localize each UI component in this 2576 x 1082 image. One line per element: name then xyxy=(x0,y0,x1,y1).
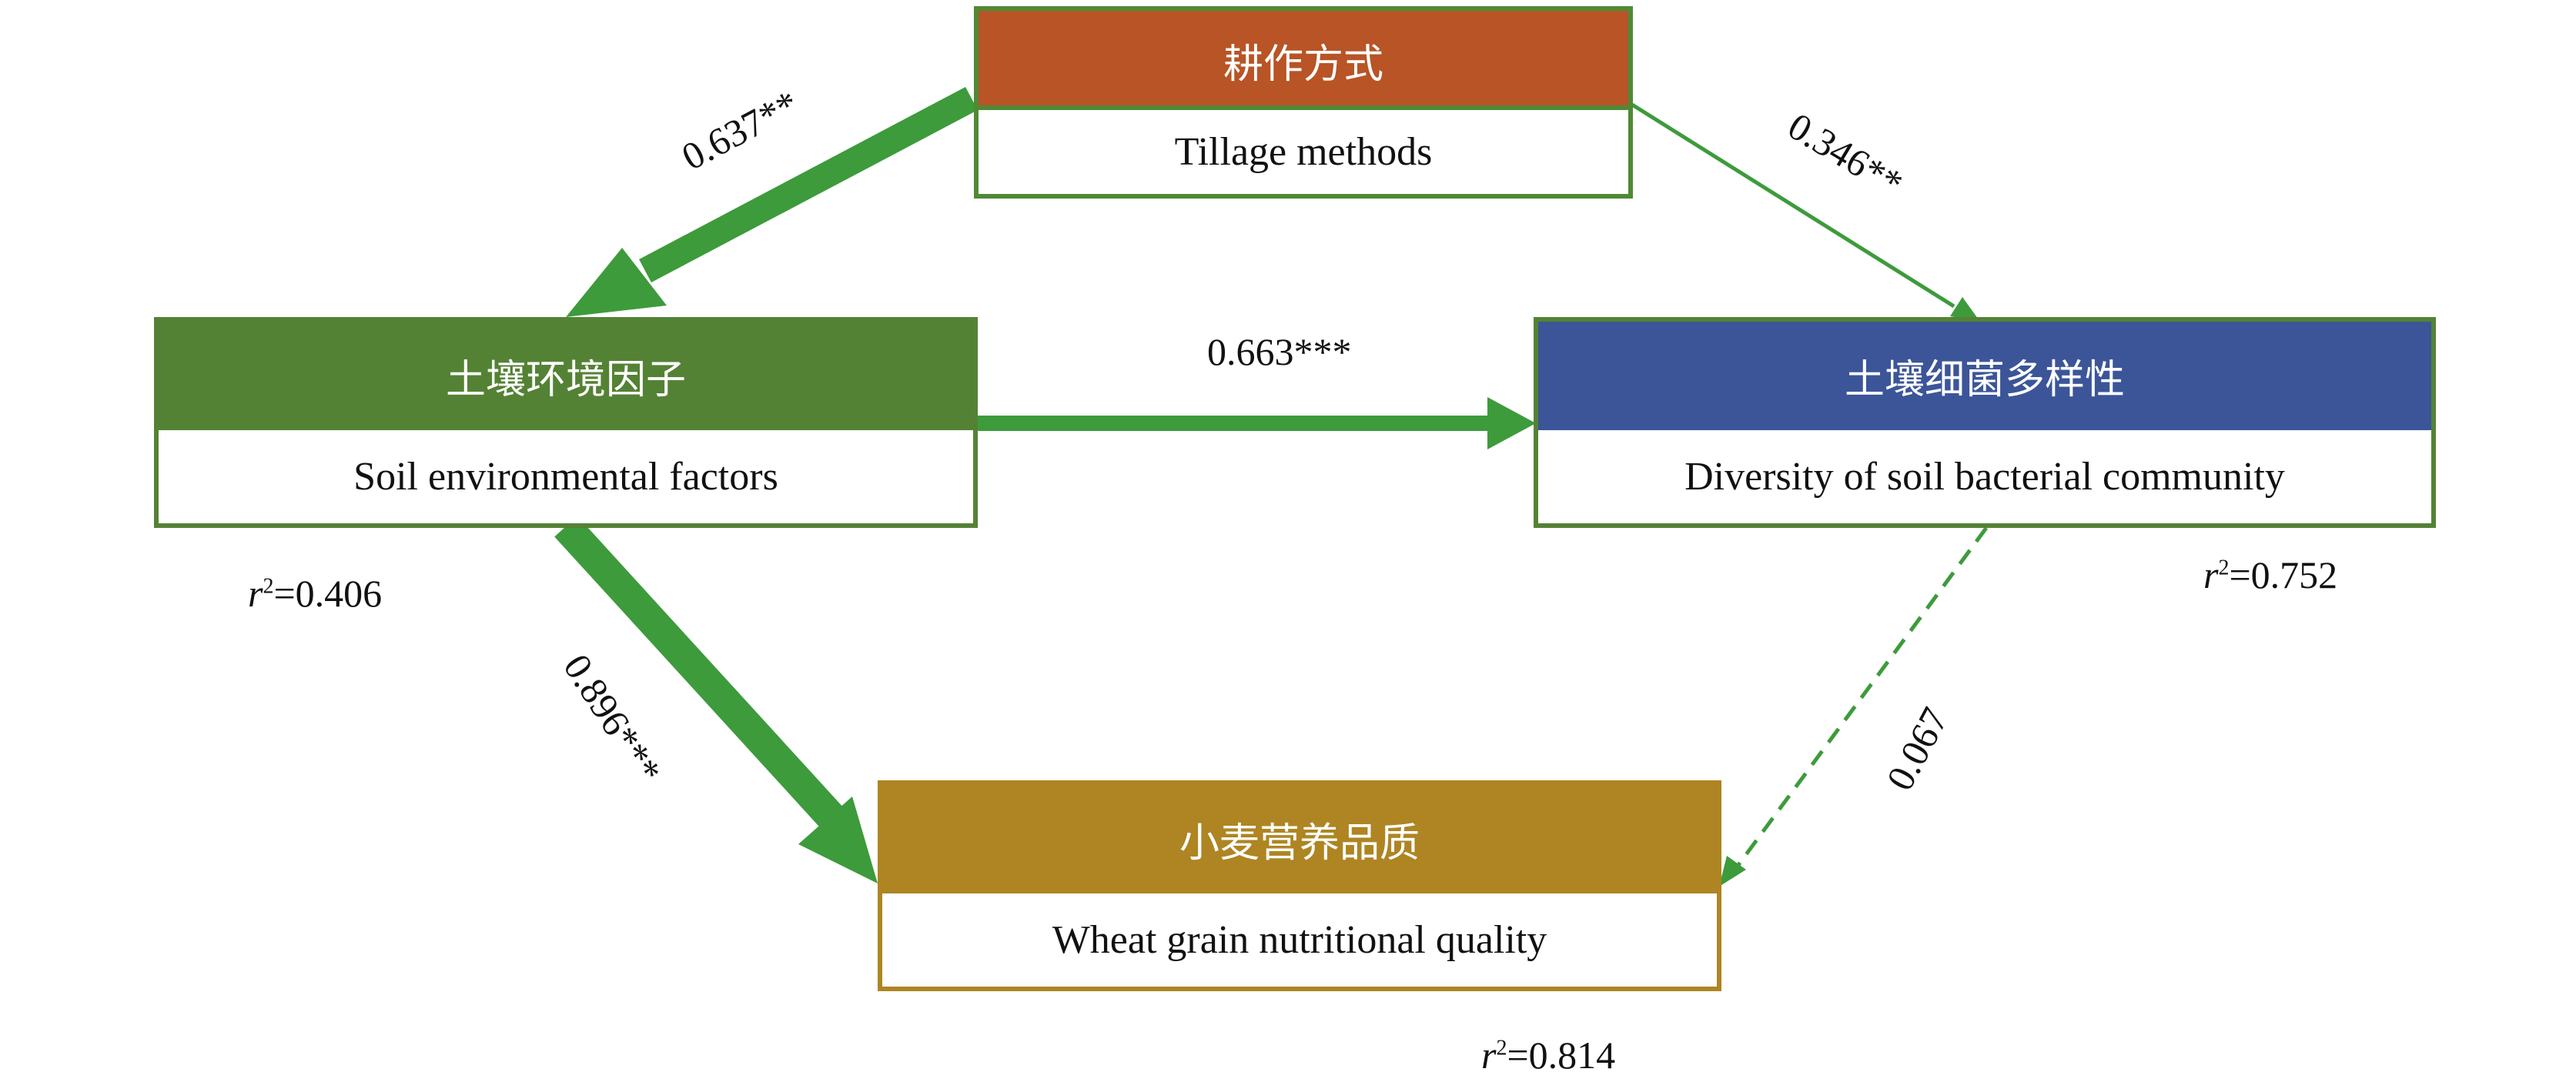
r2-symbol: r xyxy=(248,572,263,615)
node-tillage-methods: 耕作方式 Tillage methods xyxy=(974,6,1633,199)
node-wheat-nutritional-quality: 小麦营养品质 Wheat grain nutritional quality xyxy=(878,780,1721,991)
node-soil-bacterial-diversity: 土壤细菌多样性 Diversity of soil bacterial comm… xyxy=(1534,317,2436,528)
r2-soil-env: r2=0.406 xyxy=(248,571,382,616)
arrow-soil-env-to-wheat xyxy=(554,516,878,883)
r2-symbol: r xyxy=(2203,553,2219,596)
arrow-soil-env-to-bacteria xyxy=(976,397,1536,449)
node-wheat-zh: 小麦营养品质 xyxy=(882,785,1717,894)
node-soil-environmental-factors: 土壤环境因子 Soil environmental factors xyxy=(154,317,978,528)
r2-exponent: 2 xyxy=(263,574,274,599)
arrow-bacteria-to-wheat xyxy=(1719,526,1989,887)
node-bacteria-en: Diversity of soil bacterial community xyxy=(1538,430,2431,523)
node-tillage-en: Tillage methods xyxy=(979,105,1628,194)
node-wheat-en: Wheat grain nutritional quality xyxy=(882,893,1717,987)
r2-exponent: 2 xyxy=(2218,556,2230,580)
arrow-tillage-to-bacteria xyxy=(1631,102,1980,322)
node-soil-env-zh: 土壤环境因子 xyxy=(159,322,973,431)
node-tillage-zh: 耕作方式 xyxy=(979,11,1628,110)
r2-soil-env-value: =0.406 xyxy=(273,572,383,615)
node-soil-env-en: Soil environmental factors xyxy=(159,430,973,523)
coef-soil-env-bacteria: 0.663*** xyxy=(1207,330,1352,373)
r2-bacteria-value: =0.752 xyxy=(2229,553,2338,596)
arrow-tillage-to-soil-env xyxy=(566,86,978,317)
r2-wheat: r2=0.814 xyxy=(1481,1033,1615,1077)
r2-exponent: 2 xyxy=(1496,1036,1507,1060)
r2-wheat-value: =0.814 xyxy=(1507,1034,1616,1077)
r2-symbol: r xyxy=(1481,1034,1497,1077)
r2-bacteria: r2=0.752 xyxy=(2203,553,2337,597)
node-bacteria-zh: 土壤细菌多样性 xyxy=(1538,322,2431,431)
